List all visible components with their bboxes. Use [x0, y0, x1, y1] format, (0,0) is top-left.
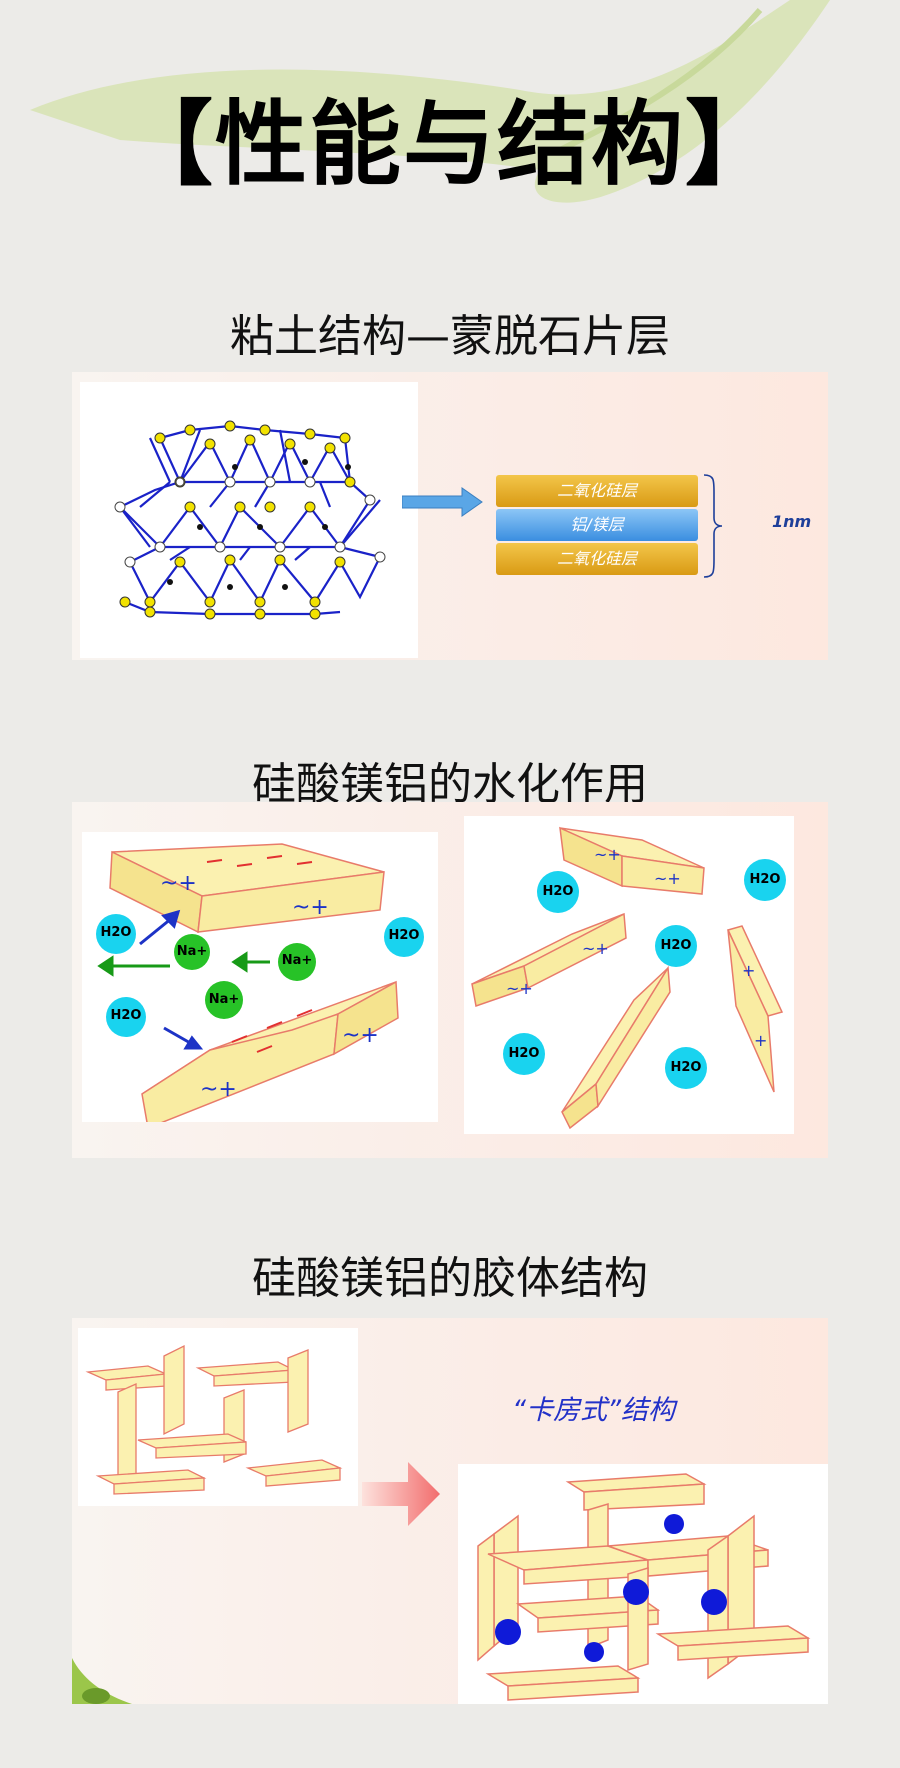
svg-text:~+: ~+ [506, 979, 533, 998]
clay-structure-panel: 二氧化硅层 铝/镁层 二氧化硅层 1nm [72, 372, 828, 660]
decorative-leaf-corner [72, 1658, 132, 1704]
platelets-loose-figure [78, 1328, 358, 1506]
svg-text:+: + [742, 961, 755, 980]
svg-text:~+: ~+ [582, 939, 609, 958]
water-label: H2O [388, 928, 420, 943]
water-label: H2O [110, 1008, 142, 1023]
decorative-leaf-swoosh [30, 0, 830, 203]
sodium-label: Na+ [176, 944, 208, 959]
section-title-hydration: 硅酸镁铝的水化作用 [252, 759, 648, 810]
water-label: H2O [670, 1060, 702, 1075]
svg-text:~+: ~+ [160, 871, 197, 896]
card-house-figure [458, 1464, 828, 1704]
svg-text:~+: ~+ [292, 895, 329, 920]
sodium-label: Na+ [208, 992, 240, 1007]
colloid-panel: “卡房式”结构 [72, 1318, 828, 1704]
thickness-label: 1nm [772, 512, 812, 531]
svg-text:+: + [754, 1031, 767, 1050]
brace-icon [703, 474, 723, 578]
section-title-colloid: 硅酸镁铝的胶体结构 [252, 1253, 648, 1304]
arrow-right-icon [362, 1462, 440, 1526]
water-label: H2O [542, 884, 574, 899]
section-title-clay-structure: 粘土结构—蒙脱石片层 [230, 311, 670, 362]
water-label: H2O [660, 938, 692, 953]
hydration-right-figure: ~+ ~+ ~+ ~+ + + H2O H2O H2O H2O H2O [464, 816, 794, 1134]
sodium-label: Na+ [281, 953, 313, 968]
page-title: 【性能与结构】 [120, 91, 779, 198]
silica-layer-top: 二氧化硅层 [496, 475, 698, 507]
crystal-lattice-figure [80, 382, 418, 658]
silica-layer-bottom: 二氧化硅层 [496, 543, 698, 575]
svg-text:~+: ~+ [654, 869, 681, 888]
hydration-left-figure: ~+ ~+ ~+ ~+ H2O H2O H2O Na+ Na+ Na+ [82, 832, 438, 1130]
metal-layer: 铝/镁层 [496, 509, 698, 541]
water-label: H2O [508, 1046, 540, 1061]
arrow-right-icon [402, 487, 483, 517]
svg-text:~+: ~+ [200, 1077, 237, 1102]
card-house-label: “卡房式”结构 [512, 1395, 675, 1426]
hydration-panel: ~+ ~+ ~+ ~+ H2O H2O H2O Na+ Na+ Na+ ~+ ~+ ~… [72, 802, 828, 1158]
svg-text:~+: ~+ [342, 1023, 379, 1048]
water-label: H2O [749, 872, 781, 887]
svg-text:~+: ~+ [594, 845, 621, 864]
water-label: H2O [100, 925, 132, 940]
